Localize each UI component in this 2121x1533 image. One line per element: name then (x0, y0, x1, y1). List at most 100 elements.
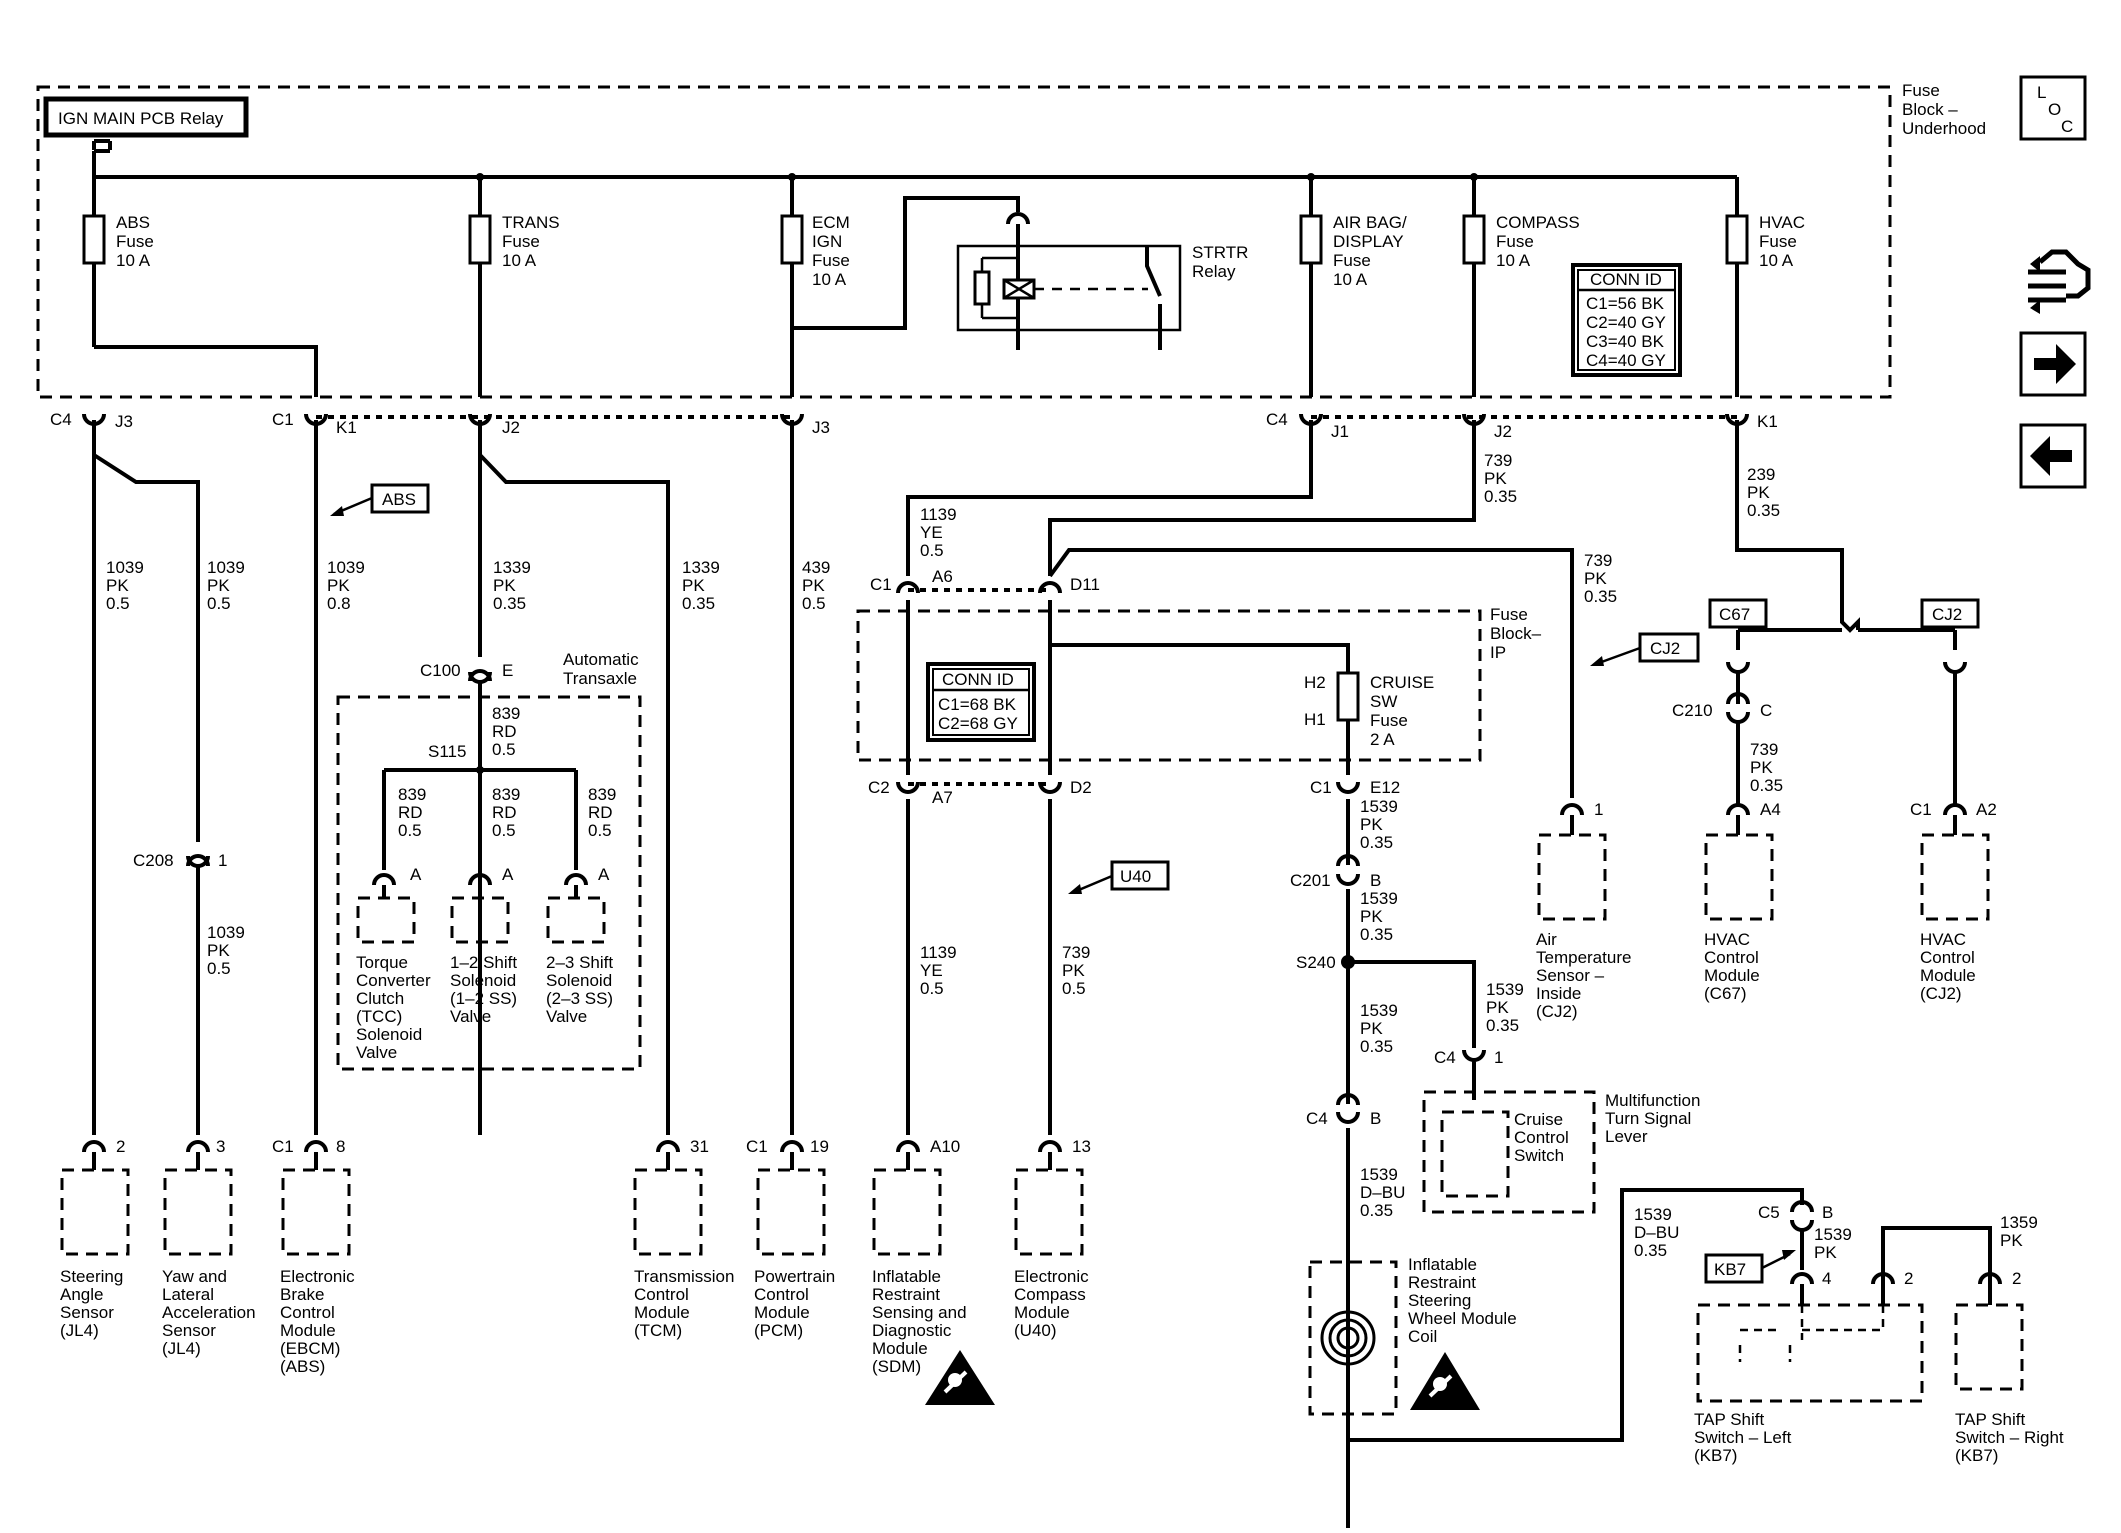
back-arrow-icon[interactable] (2019, 423, 2087, 489)
svg-text:S115: S115 (428, 742, 466, 761)
u40-tag: U40 (1068, 860, 1170, 894)
svg-text:C4: C4 (50, 410, 72, 429)
svg-text:4: 4 (1822, 1269, 1831, 1288)
svg-text:A7: A7 (932, 788, 953, 807)
svg-text:A2: A2 (1976, 800, 1997, 819)
svg-text:B: B (1370, 871, 1381, 890)
svg-text:U40: U40 (1120, 867, 1151, 886)
svg-text:E: E (502, 661, 513, 680)
svg-text:3: 3 (216, 1137, 225, 1156)
svg-text:CJ2: CJ2 (1932, 605, 1962, 624)
svg-text:C4: C4 (1266, 410, 1288, 429)
svg-text:2: 2 (1904, 1269, 1913, 1288)
svg-text:O: O (2048, 100, 2061, 119)
svg-text:ABS: ABS (382, 490, 416, 509)
conn-id-underhood: CONN ID C1=56 BK C2=40 GY C3=40 BK C4=40… (1571, 263, 1682, 377)
svg-text:CONN ID: CONN ID (942, 670, 1014, 689)
svg-text:H2: H2 (1304, 673, 1326, 692)
svg-text:C210: C210 (1672, 701, 1713, 720)
svg-text:J1: J1 (1331, 422, 1349, 441)
svg-text:KB7: KB7 (1714, 1260, 1746, 1279)
svg-text:CONN ID: CONN ID (1590, 270, 1662, 289)
svg-text:B: B (1370, 1109, 1381, 1128)
svg-text:1: 1 (1494, 1048, 1503, 1067)
svg-text:A10: A10 (930, 1137, 960, 1156)
c67-tag: C67 (1708, 598, 1768, 690)
loc-icon[interactable]: L O C (2019, 75, 2087, 141)
forward-arrow-icon[interactable] (2019, 331, 2087, 397)
svg-text:2: 2 (116, 1137, 125, 1156)
svg-text:D2: D2 (1070, 778, 1092, 797)
svg-text:C1: C1 (272, 410, 294, 429)
svg-text:J3: J3 (115, 412, 133, 431)
airbag-warning-icon (925, 1350, 995, 1405)
svg-text:C1: C1 (870, 575, 892, 594)
svg-text:J2: J2 (1494, 422, 1512, 441)
svg-text:C: C (2061, 117, 2073, 136)
abs-tag: ABS (330, 483, 430, 516)
svg-text:J2: J2 (502, 418, 520, 437)
svg-text:2: 2 (2012, 1269, 2021, 1288)
svg-text:1: 1 (1594, 800, 1603, 819)
svg-text:CJ2: CJ2 (1650, 639, 1680, 658)
svg-text:C4: C4 (1306, 1109, 1328, 1128)
svg-text:C2=68 GY: C2=68 GY (938, 714, 1018, 733)
svg-text:C208: C208 (133, 851, 174, 870)
svg-text:A6: A6 (932, 567, 953, 586)
svg-text:E12: E12 (1370, 778, 1400, 797)
svg-text:C5: C5 (1758, 1203, 1780, 1222)
svg-text:B: B (1822, 1203, 1833, 1222)
svg-text:C1=56 BK: C1=56 BK (1586, 294, 1665, 313)
svg-text:K1: K1 (336, 418, 357, 437)
schematic-icon[interactable] (2028, 249, 2091, 314)
svg-text:C2: C2 (868, 778, 890, 797)
svg-text:C4=40 GY: C4=40 GY (1586, 351, 1666, 370)
svg-text:A: A (598, 865, 610, 884)
